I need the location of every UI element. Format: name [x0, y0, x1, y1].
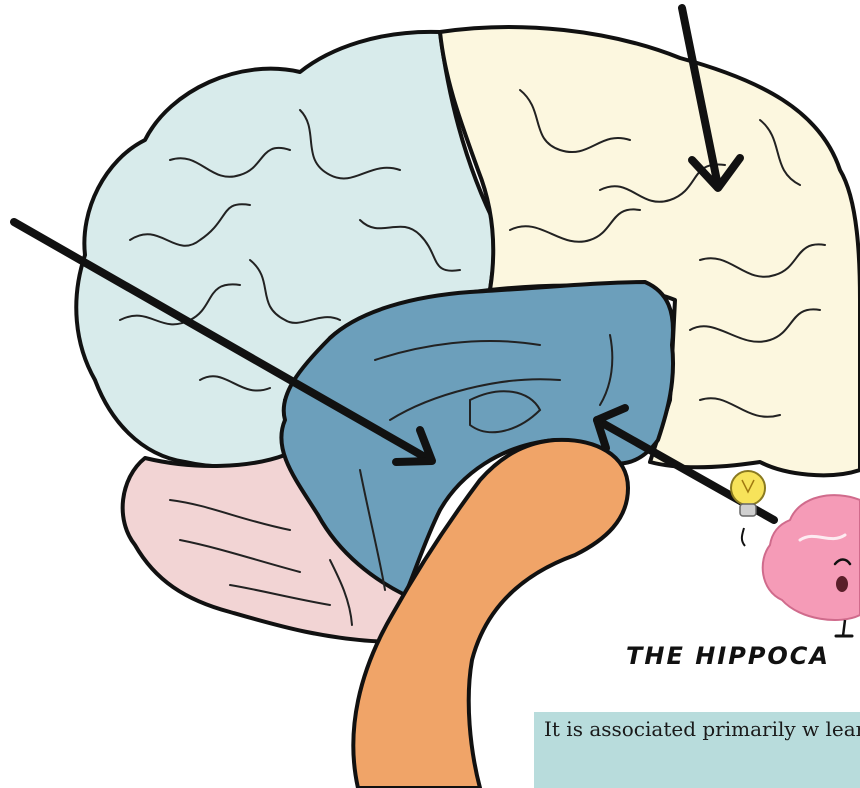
diagram-title: THE HIPPOCA [626, 642, 830, 670]
info-box: It is associated primarily w learning. I… [534, 712, 860, 788]
info-text: It is associated primarily w learning. I… [534, 712, 860, 740]
brain-mascot-icon [763, 495, 860, 636]
